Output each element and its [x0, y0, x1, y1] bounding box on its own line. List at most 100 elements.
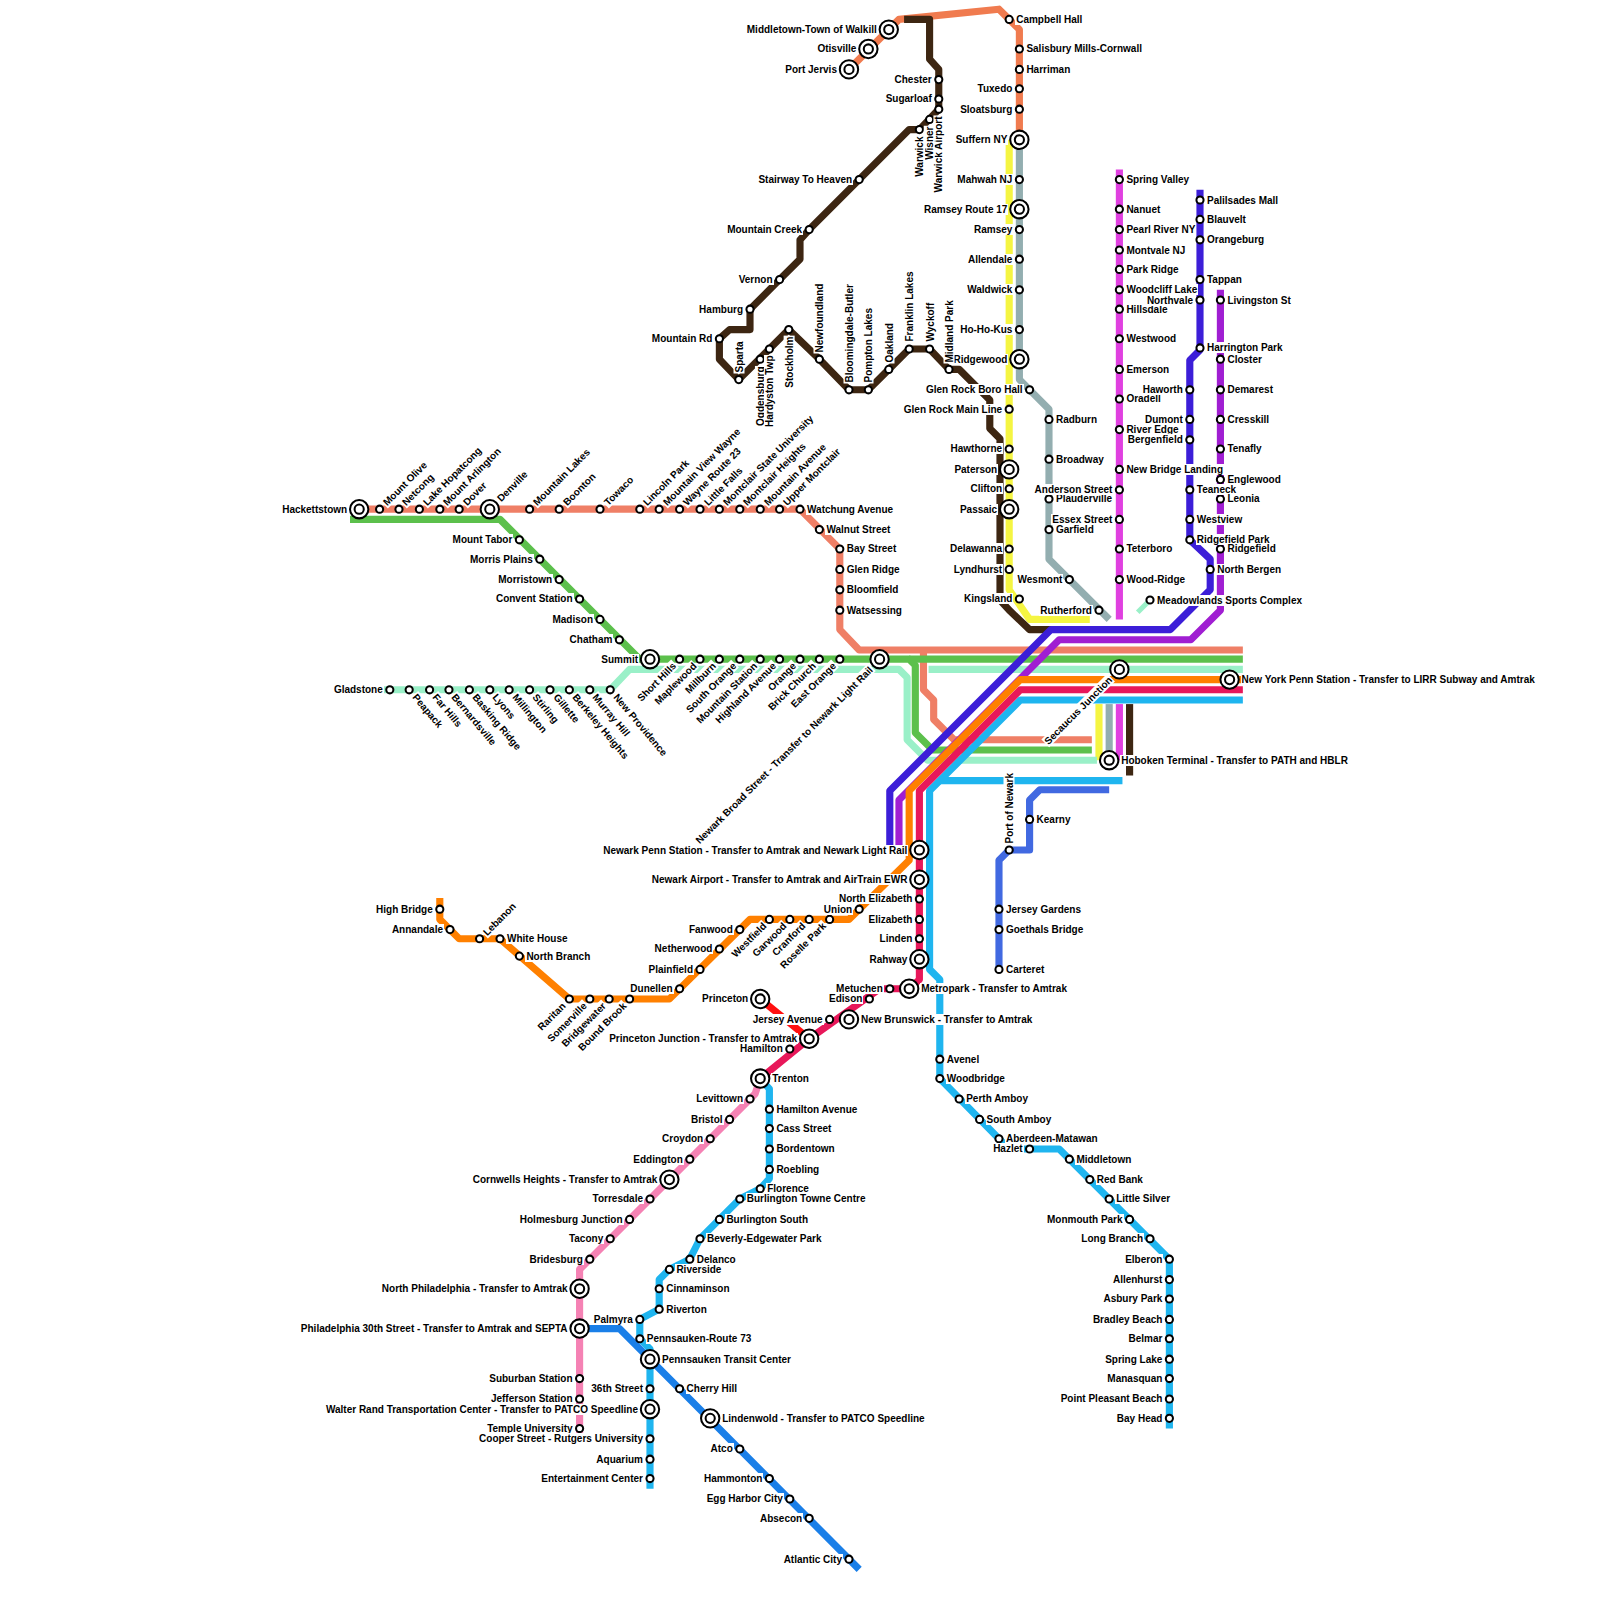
station-dot — [556, 576, 563, 583]
station-circle — [665, 1175, 674, 1184]
station-label: Pennsauken Transit Center — [661, 1354, 792, 1365]
station-dot — [826, 916, 833, 923]
station-circle — [646, 1456, 653, 1463]
station-circle — [885, 366, 892, 373]
station-label: Salisbury Mills-Cornwall — [1025, 43, 1143, 54]
station-dot — [656, 1306, 663, 1313]
station-circle — [757, 656, 764, 663]
station-dot — [1196, 344, 1203, 351]
station-dot — [481, 500, 499, 518]
station-label: Harrington Park — [1206, 342, 1284, 353]
station-label: Wesmont — [1017, 574, 1064, 585]
station-dot — [1196, 276, 1203, 283]
station-circle — [916, 935, 923, 942]
station-circle — [716, 945, 723, 952]
station-label: Hamilton Avenue — [775, 1104, 858, 1115]
station-label: North Philadelphia - Transfer to Amtrak — [381, 1283, 569, 1294]
transfer-ring — [1000, 460, 1018, 478]
station-dot — [1095, 607, 1102, 614]
station-circle — [566, 686, 573, 693]
station-circle — [707, 1135, 714, 1142]
station-label: Stockholm — [783, 336, 794, 389]
station-label: Bergenfield — [1127, 434, 1184, 445]
station-dot — [880, 20, 898, 38]
station-circle — [844, 65, 853, 74]
station-circle — [686, 1256, 693, 1263]
station-label: Hackettstown — [281, 504, 348, 515]
station-label: Paterson — [953, 464, 998, 475]
station-circle — [556, 576, 563, 583]
station-circle — [836, 656, 843, 663]
station-circle — [805, 1034, 814, 1043]
station-label: Ramsey Route 17 — [923, 204, 1008, 215]
station-dot — [445, 686, 452, 693]
station-label: Rutherford — [1039, 605, 1093, 616]
station-circle — [1005, 465, 1014, 474]
station-circle — [906, 345, 913, 352]
station-circle — [575, 1324, 584, 1333]
station-circle — [736, 656, 743, 663]
station-dot — [1196, 216, 1203, 223]
station-label: Waldwick — [966, 284, 1013, 295]
station-circle — [645, 1355, 654, 1364]
station-dot — [1196, 296, 1203, 303]
station-dot — [916, 895, 923, 902]
station-circle — [766, 345, 773, 352]
transfer-ring — [840, 60, 858, 78]
station-dot — [436, 906, 443, 913]
station-circle — [766, 1475, 773, 1482]
station-dot — [696, 656, 703, 663]
station-dot — [676, 985, 683, 992]
station-circle — [1015, 205, 1024, 214]
station-dot — [696, 506, 703, 513]
station-label: Leonia — [1226, 493, 1260, 504]
station-circle — [976, 1116, 983, 1123]
station-label: Pearl River NY — [1125, 224, 1196, 235]
station-label: Allendale — [967, 254, 1013, 265]
transfer-ring — [481, 500, 499, 518]
station-circle — [1116, 545, 1123, 552]
station-label: Middletown-Town of Walkill — [746, 24, 878, 35]
station-dot — [1006, 406, 1013, 413]
station-label: Walter Rand Transportation Center - Tran… — [325, 1404, 639, 1415]
station-circle — [1086, 1176, 1093, 1183]
station-dot — [1166, 1356, 1173, 1363]
transfer-ring — [1000, 500, 1018, 518]
station-circle — [786, 1495, 793, 1502]
station-label: Union — [823, 904, 853, 915]
station-dot — [596, 506, 603, 513]
station-circle — [1186, 416, 1193, 423]
station-circle — [596, 506, 603, 513]
station-label: Garfield — [1055, 524, 1095, 535]
station-dot — [806, 916, 813, 923]
station-circle — [616, 636, 623, 643]
station-label: Harriman — [1025, 64, 1071, 75]
station-dot — [1116, 466, 1123, 473]
station-label: North Bergen — [1216, 564, 1282, 575]
station-dot — [1086, 1176, 1093, 1183]
station-circle — [916, 126, 923, 133]
station-label: Perth Amboy — [965, 1093, 1029, 1104]
station-dot — [766, 1125, 773, 1132]
station-dot — [596, 616, 603, 623]
station-label: Absecon — [759, 1513, 803, 1524]
station-circle — [676, 985, 683, 992]
station-dot — [476, 935, 483, 942]
station-dot — [636, 1316, 643, 1323]
station-circle — [915, 875, 924, 884]
station-dot — [576, 595, 583, 602]
station-circle — [1045, 495, 1052, 502]
station-dot — [736, 1195, 743, 1202]
station-dot — [935, 95, 942, 102]
station-label: Carteret — [1005, 964, 1045, 975]
station-circle — [1116, 466, 1123, 473]
station-label: South Amboy — [986, 1114, 1053, 1125]
station-dot — [416, 506, 423, 513]
station-dot — [1116, 516, 1123, 523]
station-circle — [786, 916, 793, 923]
station-circle — [796, 506, 803, 513]
station-dot — [757, 1185, 764, 1192]
station-label: Newark Penn Station - Transfer to Amtrak… — [602, 845, 908, 856]
station-circle — [766, 1125, 773, 1132]
station-dot — [1006, 846, 1013, 853]
